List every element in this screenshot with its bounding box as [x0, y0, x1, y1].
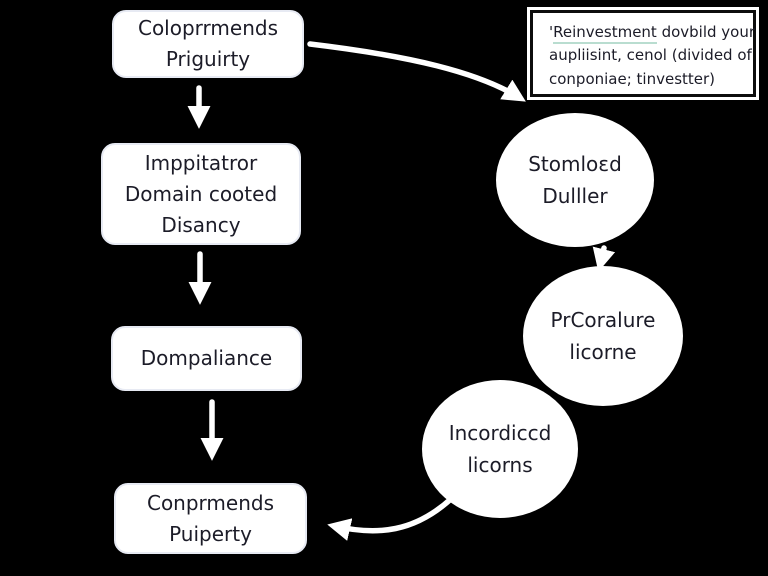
note-line-2: aupliisint, cenol (divided of: [549, 46, 752, 65]
flow-box-label: Dompaliance: [140, 346, 273, 370]
note-line-1-rest: dovbild your: [656, 23, 756, 41]
flow-box-label: Imppitatror Domain cooted Disancy: [124, 150, 278, 237]
flow-box-conprmends-puiperty: Conprmends Puiperty: [114, 483, 307, 554]
flow-box-label: Conprmends Puiperty: [146, 490, 275, 546]
note-line-1: 'Reinvestment dovbild your: [549, 21, 755, 44]
flow-box-imppitatror-domain: Imppitatror Domain cooted Disancy: [101, 143, 301, 245]
flow-box-coloprrmends-priguirty: Coloprrmends Priguirty: [112, 10, 304, 78]
flow-circle-incordiccd-licorns: Incordiccd licorns: [422, 380, 578, 518]
arrow-circle3-to-box4: [327, 495, 455, 541]
flow-circle-label: Incordiccd licorns: [448, 421, 552, 477]
note-underlined-word: Reinvestment: [553, 23, 657, 44]
note-quote-mark: ': [549, 23, 554, 41]
flow-circle-stomloed-dulller: Stomloɛd Dulller: [496, 113, 654, 247]
flow-box-dompaliance: Dompaliance: [111, 326, 302, 391]
flow-box-label: Coloprrmends Priguirty: [137, 16, 278, 71]
arrow-circle1-to-circle2: [592, 245, 616, 272]
flow-circle-label: PrCoralure licorne: [550, 308, 656, 364]
annotation-note-box: 'Reinvestment dovbild your aupliisint, c…: [530, 10, 756, 97]
arrow-box1-to-circle1: [307, 41, 526, 102]
flow-circle-label: Stomloɛd Dulller: [528, 152, 622, 208]
flow-circle-prcoralure-licorne: PrCoralure licorne: [523, 266, 683, 406]
note-line-3: conponiae; tinvestter): [549, 69, 716, 88]
